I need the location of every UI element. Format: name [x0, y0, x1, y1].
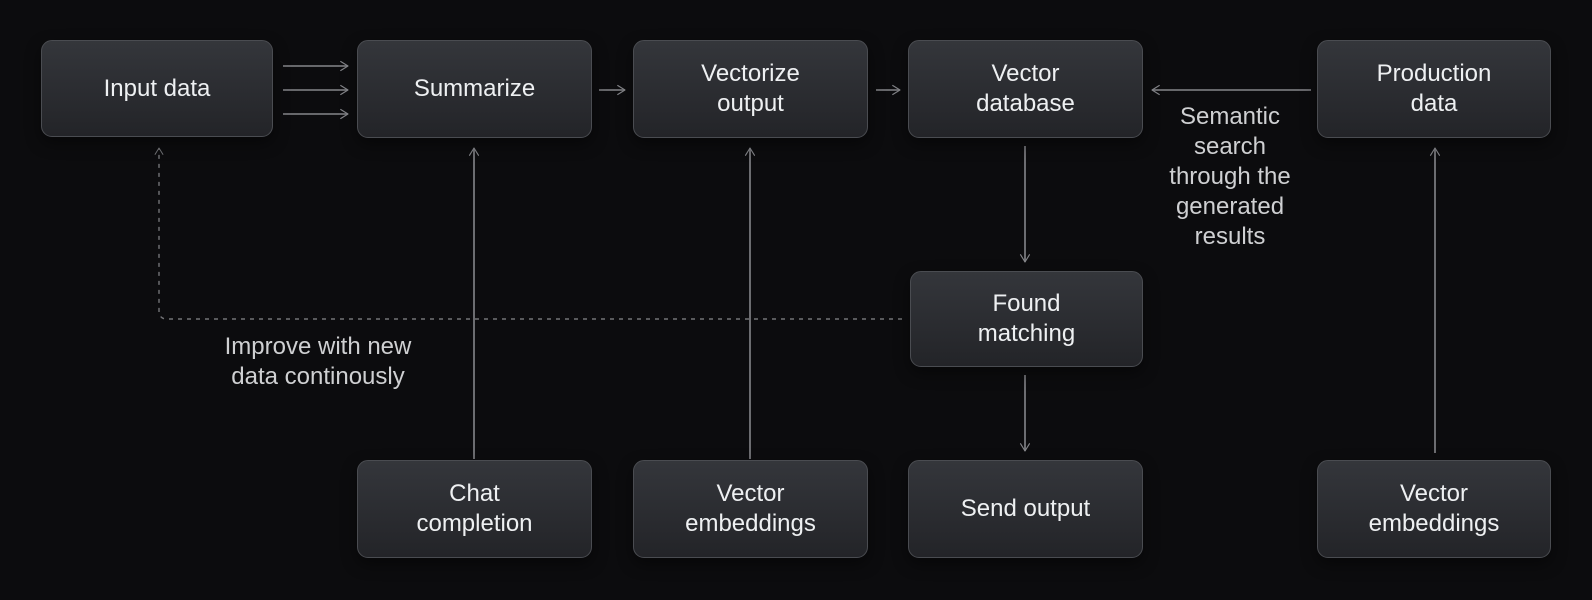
node-send-output: Send output: [908, 460, 1143, 558]
dashed-arrow-found-matching-to-input-data: [154, 147, 902, 320]
label-semantic-search: Semantic search through the generated re…: [1169, 103, 1291, 250]
node-chat-completion: Chat completion: [357, 460, 592, 558]
node-vectorize-output: Vectorize output: [633, 40, 868, 138]
node-found-matching: Found matching: [910, 271, 1143, 367]
node-input-data: Input data: [41, 40, 273, 137]
label-improve-loop: Improve with new data continously: [224, 333, 412, 390]
node-vector-database: Vector database: [908, 40, 1143, 138]
node-summarize: Summarize: [357, 40, 592, 138]
node-vector-embeddings-right: Vector embeddings: [1317, 460, 1551, 558]
node-vector-embeddings-left: Vector embeddings: [633, 460, 868, 558]
node-production-data: Production data: [1317, 40, 1551, 138]
